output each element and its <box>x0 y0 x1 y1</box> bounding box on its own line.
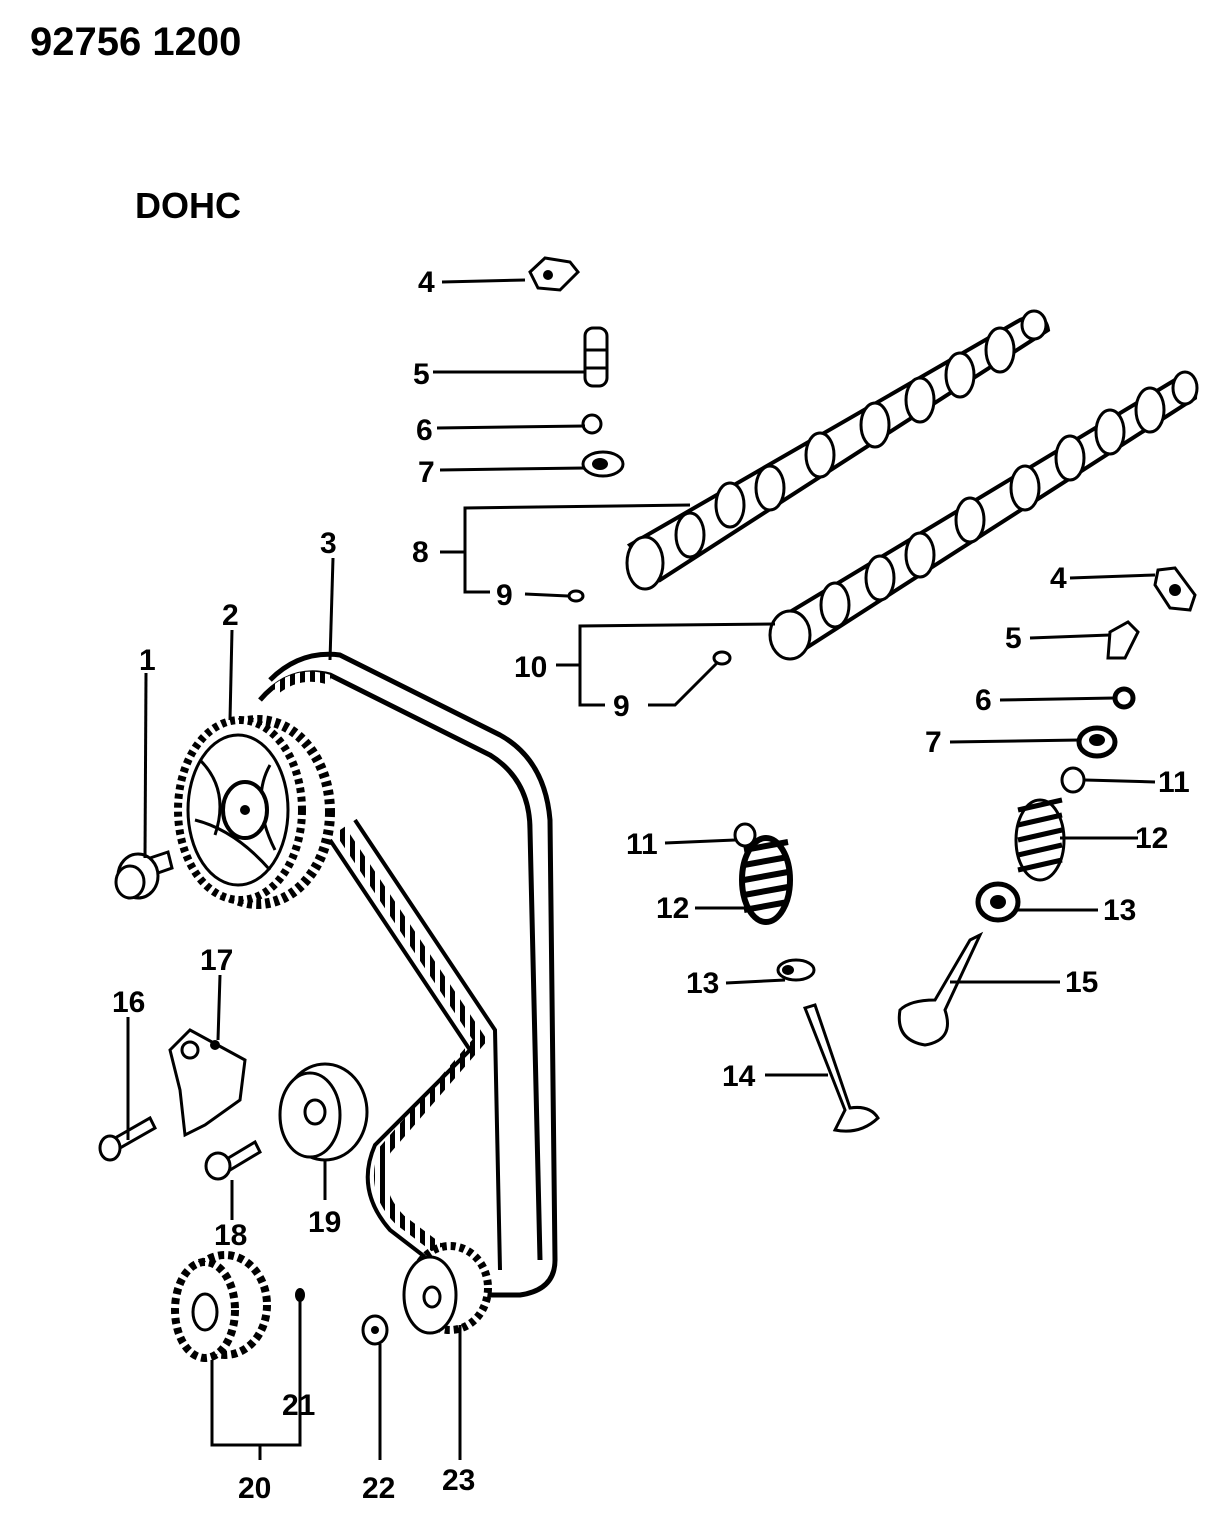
idler-pulley <box>278 1062 369 1162</box>
callout-9-upper: 9 <box>496 579 513 612</box>
valve-spring-mid <box>739 835 793 925</box>
spring-seat-left <box>581 450 625 478</box>
callout-13-right: 13 <box>1103 894 1136 927</box>
ball-left <box>581 413 603 435</box>
callout-9-lower: 9 <box>613 690 630 723</box>
callout-7-right: 7 <box>925 726 942 759</box>
callout-14: 14 <box>722 1060 756 1093</box>
tensioner-bolt-18 <box>204 1139 262 1181</box>
callout-10: 10 <box>514 651 547 684</box>
callout-2: 2 <box>222 599 239 632</box>
callout-22: 22 <box>362 1472 395 1505</box>
leader-lines <box>126 278 1156 1460</box>
callout-6-left: 6 <box>416 414 433 447</box>
lash-adjuster-right <box>1106 620 1140 660</box>
spring-retainer-right <box>975 881 1021 923</box>
callout-7-left: 7 <box>418 456 435 489</box>
engine-type-heading: DOHC <box>135 185 241 226</box>
valve-stem-seal-right <box>1060 766 1086 794</box>
callout-18: 18 <box>214 1219 247 1252</box>
document-number: 92756 1200 <box>30 20 241 64</box>
callout-8: 8 <box>412 536 429 569</box>
callout-3: 3 <box>320 527 337 560</box>
rocker-arm-left <box>528 256 581 292</box>
callout-15: 15 <box>1065 966 1098 999</box>
callout-23: 23 <box>442 1464 475 1497</box>
washer <box>361 1314 389 1346</box>
callout-11-right: 11 <box>1158 766 1190 799</box>
callout-12-right: 12 <box>1135 822 1168 855</box>
crankshaft-key <box>295 1288 305 1302</box>
valve-stem-seal-mid <box>733 822 757 848</box>
spring-seat-right <box>1076 725 1118 759</box>
pin-upper <box>567 589 585 603</box>
valve-right <box>897 931 984 1047</box>
callout-4-left: 4 <box>418 266 435 299</box>
spring-retainer-mid <box>776 958 816 982</box>
camshaft-upper <box>625 309 1051 591</box>
callout-21: 21 <box>282 1389 315 1422</box>
oil-pump-sprocket <box>402 1242 492 1335</box>
callout-11-mid: 11 <box>626 828 658 861</box>
callout-13-mid: 13 <box>686 967 719 1000</box>
callout-1: 1 <box>139 644 156 677</box>
callout-6-right: 6 <box>975 684 992 717</box>
callout-17: 17 <box>200 944 233 977</box>
callout-20: 20 <box>238 1472 271 1505</box>
callout-5-right: 5 <box>1005 622 1022 655</box>
camshaft-lower <box>768 370 1199 661</box>
rocker-arm-right <box>1153 566 1197 612</box>
timing-belt <box>258 651 558 1298</box>
tensioner-arm <box>168 1028 247 1138</box>
lash-adjuster-left <box>583 326 609 388</box>
pin-lower <box>712 650 732 666</box>
tensioner-bolt-16 <box>98 1115 157 1162</box>
sprocket-bolt <box>114 850 174 900</box>
callout-5-left: 5 <box>413 358 430 391</box>
callout-16: 16 <box>112 986 145 1019</box>
camshaft-sprocket <box>174 715 335 909</box>
callout-labels: 4 5 6 7 8 9 10 9 4 5 6 7 11 12 13 15 11 … <box>112 266 1190 1505</box>
valve-mid <box>803 1003 880 1133</box>
crankshaft-sprocket <box>171 1251 271 1362</box>
callout-4-right: 4 <box>1050 562 1067 595</box>
valve-spring-right <box>1014 797 1066 882</box>
ball-right <box>1112 686 1136 710</box>
callout-19: 19 <box>308 1206 341 1239</box>
callout-12-mid: 12 <box>656 892 689 925</box>
